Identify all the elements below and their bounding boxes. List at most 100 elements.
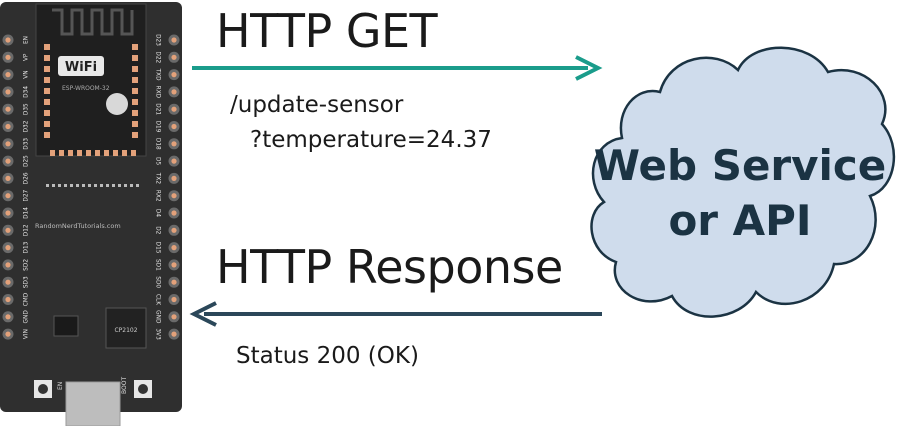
voltage-regulator (53, 315, 79, 337)
en-button-label: EN (57, 382, 64, 390)
right-pin-label: RX2 (155, 190, 161, 202)
module-pad-right (132, 132, 138, 138)
right-pin-label: D5 (155, 157, 161, 165)
right-pin-pad (171, 89, 177, 95)
left-pin-label: D27 (24, 189, 30, 201)
cloud-icon (590, 46, 896, 318)
module-pad-bottom (122, 150, 127, 156)
wifi-logo-box (58, 56, 104, 76)
smd-dot (70, 184, 73, 187)
left-pin-pad (5, 193, 11, 199)
module-pad-bottom (59, 150, 64, 156)
left-pin-label: D12 (24, 224, 30, 236)
left-pin-pad (5, 175, 11, 181)
module-pad-left (44, 110, 50, 116)
smd-dot (64, 184, 67, 187)
right-pin-label: TX2 (155, 172, 161, 185)
module-pad-bottom (68, 150, 73, 156)
module-pad-bottom (86, 150, 91, 156)
left-pin-label: GND (24, 310, 30, 324)
module-pad-right (132, 55, 138, 61)
smd-dot (76, 184, 79, 187)
module-pad-right (132, 110, 138, 116)
smd-dot (112, 184, 115, 187)
smd-dot (46, 184, 49, 187)
left-pin-pad (5, 279, 11, 285)
smd-dot (88, 184, 91, 187)
right-pin-label: D23 (155, 34, 161, 46)
service-line-1: Web Service (593, 141, 887, 190)
left-pin-pad (5, 106, 11, 112)
module-pad-left (44, 77, 50, 83)
response-status: Status 200 (OK) (236, 343, 419, 369)
right-pin-pad (171, 72, 177, 78)
module-pad-bottom (104, 150, 109, 156)
module-pad-left (44, 99, 50, 105)
right-pin-label: D15 (155, 242, 161, 254)
right-pin-pad (171, 175, 177, 181)
right-pin-label: D2 (155, 226, 161, 234)
left-pin-label: D14 (24, 207, 30, 219)
right-pin-label: D19 (155, 121, 161, 133)
smd-dot (118, 184, 121, 187)
usb-chip-label: CP2102 (114, 327, 137, 334)
boot-button-label: BOOT (121, 377, 128, 394)
right-pin-pad (171, 106, 177, 112)
left-pin-pad (5, 158, 11, 164)
service-line-2: or API (668, 196, 812, 245)
smd-dot (124, 184, 127, 187)
right-pin-label: 3V3 (155, 328, 161, 340)
left-pin-label: D32 (24, 120, 30, 132)
right-pin-label: GND (155, 310, 161, 324)
left-pin-pad (5, 314, 11, 320)
left-pin-label: D25 (24, 155, 30, 167)
right-pin-label: D4 (155, 209, 161, 217)
smd-dot (94, 184, 97, 187)
module-pad-left (44, 44, 50, 50)
left-pin-label: VP (24, 53, 30, 61)
left-pin-label: EN (24, 36, 30, 44)
smd-dot (58, 184, 61, 187)
wifi-logo: WiFi (65, 60, 97, 75)
left-pin-label: D33 (24, 138, 30, 150)
espressif-logo-icon (106, 93, 128, 115)
module-pad-bottom (77, 150, 82, 156)
right-pin-pad (171, 141, 177, 147)
left-pin-label: D34 (24, 86, 30, 98)
web-service-label: Web Service or API (590, 138, 890, 248)
response-title: HTTP Response (216, 240, 563, 294)
left-pin-label: D26 (24, 172, 30, 184)
right-pin-pad (171, 158, 177, 164)
smd-dot (82, 184, 85, 187)
left-pin-label: CMD (24, 292, 30, 306)
request-arrowhead-icon (575, 55, 603, 81)
module-pad-left (44, 121, 50, 127)
request-title: HTTP GET (216, 4, 438, 58)
smd-dot (136, 184, 139, 187)
smd-dot (106, 184, 109, 187)
right-pin-pad (171, 227, 177, 233)
right-pin-label: D22 (155, 51, 161, 63)
left-pin-pad (5, 262, 11, 268)
module-pad-bottom (95, 150, 100, 156)
left-pin-pad (5, 245, 11, 251)
left-pin-pad (5, 296, 11, 303)
left-pin-label: VIN (24, 329, 30, 339)
module-pad-right (132, 77, 138, 83)
module-pad-left (44, 132, 50, 138)
right-pin-pad (171, 331, 177, 337)
right-pin-label: CLK (155, 294, 161, 305)
module-pad-left (44, 66, 50, 72)
left-pin-label: VN (24, 70, 30, 78)
left-pin-pad (5, 123, 11, 130)
right-pin-pad (171, 262, 177, 268)
left-pin-pad (5, 141, 11, 147)
en-button-cap-icon (38, 384, 48, 394)
right-pin-label: D21 (155, 103, 161, 115)
left-pin-label: SD2 (24, 259, 30, 271)
module-pad-right (132, 44, 138, 50)
module-pad-bottom (131, 150, 136, 156)
smd-dot (130, 184, 133, 187)
module-pad-right (132, 121, 138, 127)
module-name: ESP-WROOM-32 (62, 85, 110, 92)
